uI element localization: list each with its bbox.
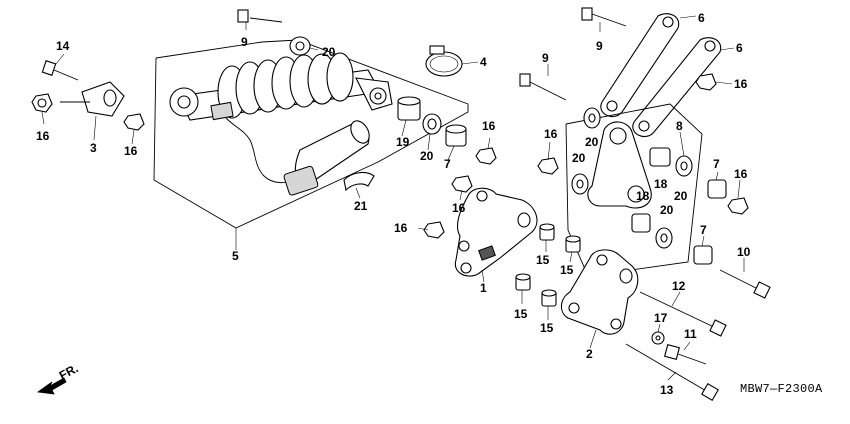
bolt-11	[663, 343, 707, 365]
label-16-bracket3: 16	[124, 144, 138, 158]
label-20-arm-right: 20	[674, 189, 688, 203]
nut-16f	[451, 175, 473, 193]
label-7-lower: 7	[700, 223, 707, 237]
label-15-a: 15	[536, 253, 550, 267]
label-11: 11	[684, 327, 697, 341]
label-18-lower: 18	[636, 189, 650, 203]
collar-15c	[515, 273, 531, 291]
nut-16a	[31, 93, 53, 113]
label-9-mid: 9	[542, 51, 549, 65]
bolt-12	[639, 291, 727, 337]
link-plate-6a	[600, 13, 680, 117]
label-4: 4	[480, 55, 487, 69]
label-9-right: 9	[596, 39, 603, 53]
bracket-2	[560, 249, 639, 335]
label-3: 3	[90, 141, 97, 155]
label-12: 12	[672, 279, 686, 293]
leader-lines	[41, 15, 745, 381]
nut-16b	[123, 113, 145, 131]
seal-20-top	[289, 36, 311, 56]
label-7-right: 7	[713, 157, 720, 171]
collar-15b	[565, 235, 581, 253]
bolt-9-right	[581, 7, 627, 27]
label-15-d: 15	[540, 321, 554, 335]
bracket-3	[60, 81, 125, 117]
nut-16d	[537, 157, 559, 175]
bolt-10	[719, 269, 771, 299]
nut-16c	[695, 73, 717, 91]
label-16-bracket1-left: 16	[394, 221, 408, 235]
link-assembly-outline	[565, 103, 703, 277]
label-20-top: 20	[322, 45, 336, 59]
label-19: 19	[396, 135, 410, 149]
part-labels: 9 14 16 3 16 20 4 19 20 7 16 21 5 9 6 6 …	[36, 11, 751, 397]
diagram-code: MBW7—F2300A	[740, 382, 823, 396]
label-21: 21	[354, 199, 368, 213]
label-16-arm: 16	[544, 127, 558, 141]
bolt-14	[41, 60, 79, 81]
label-13: 13	[660, 383, 674, 397]
shock-hose	[225, 117, 297, 184]
nut-16h	[475, 147, 497, 165]
label-1: 1	[480, 281, 487, 295]
label-20-arm-lower: 20	[660, 203, 674, 217]
bolt-9-mid	[519, 73, 567, 101]
tank-clamp-band	[343, 171, 375, 192]
bushing-19	[397, 96, 421, 121]
label-15-b: 15	[560, 263, 574, 277]
hose-clamp-4	[425, 45, 463, 77]
bushing-18b	[631, 213, 651, 233]
label-14: 14	[56, 39, 70, 53]
label-15-c: 15	[514, 307, 528, 321]
bearing-20b	[583, 107, 601, 129]
front-arrow-icon	[36, 377, 67, 395]
cushion-arm	[587, 121, 652, 209]
label-20-arm-left: 20	[572, 151, 586, 165]
label-16-shock: 16	[482, 119, 496, 133]
label-20-arm-top: 20	[585, 135, 599, 149]
shock-absorber-outline	[153, 39, 469, 229]
label-8: 8	[676, 119, 683, 133]
label-17: 17	[654, 311, 668, 325]
bearing-20e	[655, 227, 673, 249]
label-2: 2	[586, 347, 593, 361]
label-18-upper: 18	[654, 177, 668, 191]
bracket-1	[454, 187, 538, 277]
washer-17	[651, 331, 665, 345]
bolt-13	[625, 343, 719, 401]
label-20-shock: 20	[420, 149, 434, 163]
seal-20a	[422, 113, 442, 135]
collar-15d	[541, 289, 557, 307]
collar-7b	[707, 179, 727, 199]
label-16-link: 16	[734, 77, 748, 91]
collar-15a	[539, 223, 555, 241]
bolt-9-top	[237, 9, 283, 23]
shock-absorber-spring	[169, 52, 393, 121]
label-9-top: 9	[241, 35, 248, 49]
link-plate-6b	[632, 37, 722, 137]
label-16-bracket1: 16	[452, 201, 466, 215]
nut-16g	[423, 221, 445, 239]
label-7-shock: 7	[444, 157, 451, 171]
bearing-20d	[675, 155, 693, 177]
bushing-18a	[649, 147, 671, 167]
reservoir-tank	[283, 120, 370, 196]
nut-16e	[727, 197, 749, 215]
front-direction-indicator: FR.	[36, 361, 81, 395]
bearing-20c	[571, 173, 589, 195]
label-6-lower: 6	[736, 41, 743, 55]
front-label: FR.	[57, 361, 81, 382]
label-16-right: 16	[734, 167, 748, 181]
label-16-left: 16	[36, 129, 50, 143]
collar-7a	[445, 124, 467, 147]
label-10: 10	[737, 245, 751, 259]
label-6-upper: 6	[698, 11, 705, 25]
label-5: 5	[232, 249, 239, 263]
collar-7c	[693, 245, 713, 265]
